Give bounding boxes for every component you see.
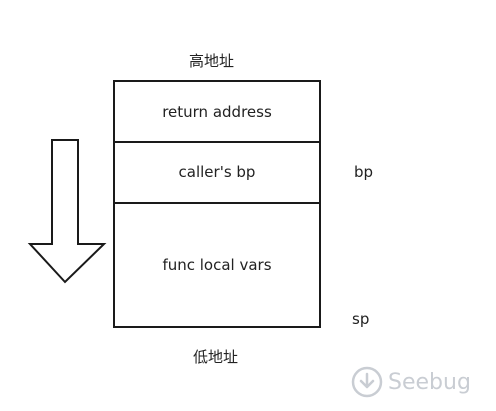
local-vars-cell: func local vars <box>115 204 319 326</box>
seebug-logo-icon <box>351 366 383 398</box>
watermark-text: Seebug <box>388 369 471 395</box>
down-arrow-icon <box>27 139 107 284</box>
sp-label: sp <box>352 310 370 328</box>
high-address-label: 高地址 <box>189 52 235 70</box>
caller-bp-cell: caller's bp <box>115 141 319 204</box>
seebug-watermark: Seebug <box>350 365 471 399</box>
return-address-cell: return address <box>115 82 319 143</box>
return-address-text: return address <box>162 102 272 121</box>
bp-label: bp <box>354 163 374 181</box>
local-vars-text: func local vars <box>162 256 272 274</box>
caller-bp-text: caller's bp <box>178 162 256 181</box>
stack-frame: return address caller's bp func local va… <box>113 80 321 328</box>
low-address-label: 低地址 <box>193 348 239 366</box>
